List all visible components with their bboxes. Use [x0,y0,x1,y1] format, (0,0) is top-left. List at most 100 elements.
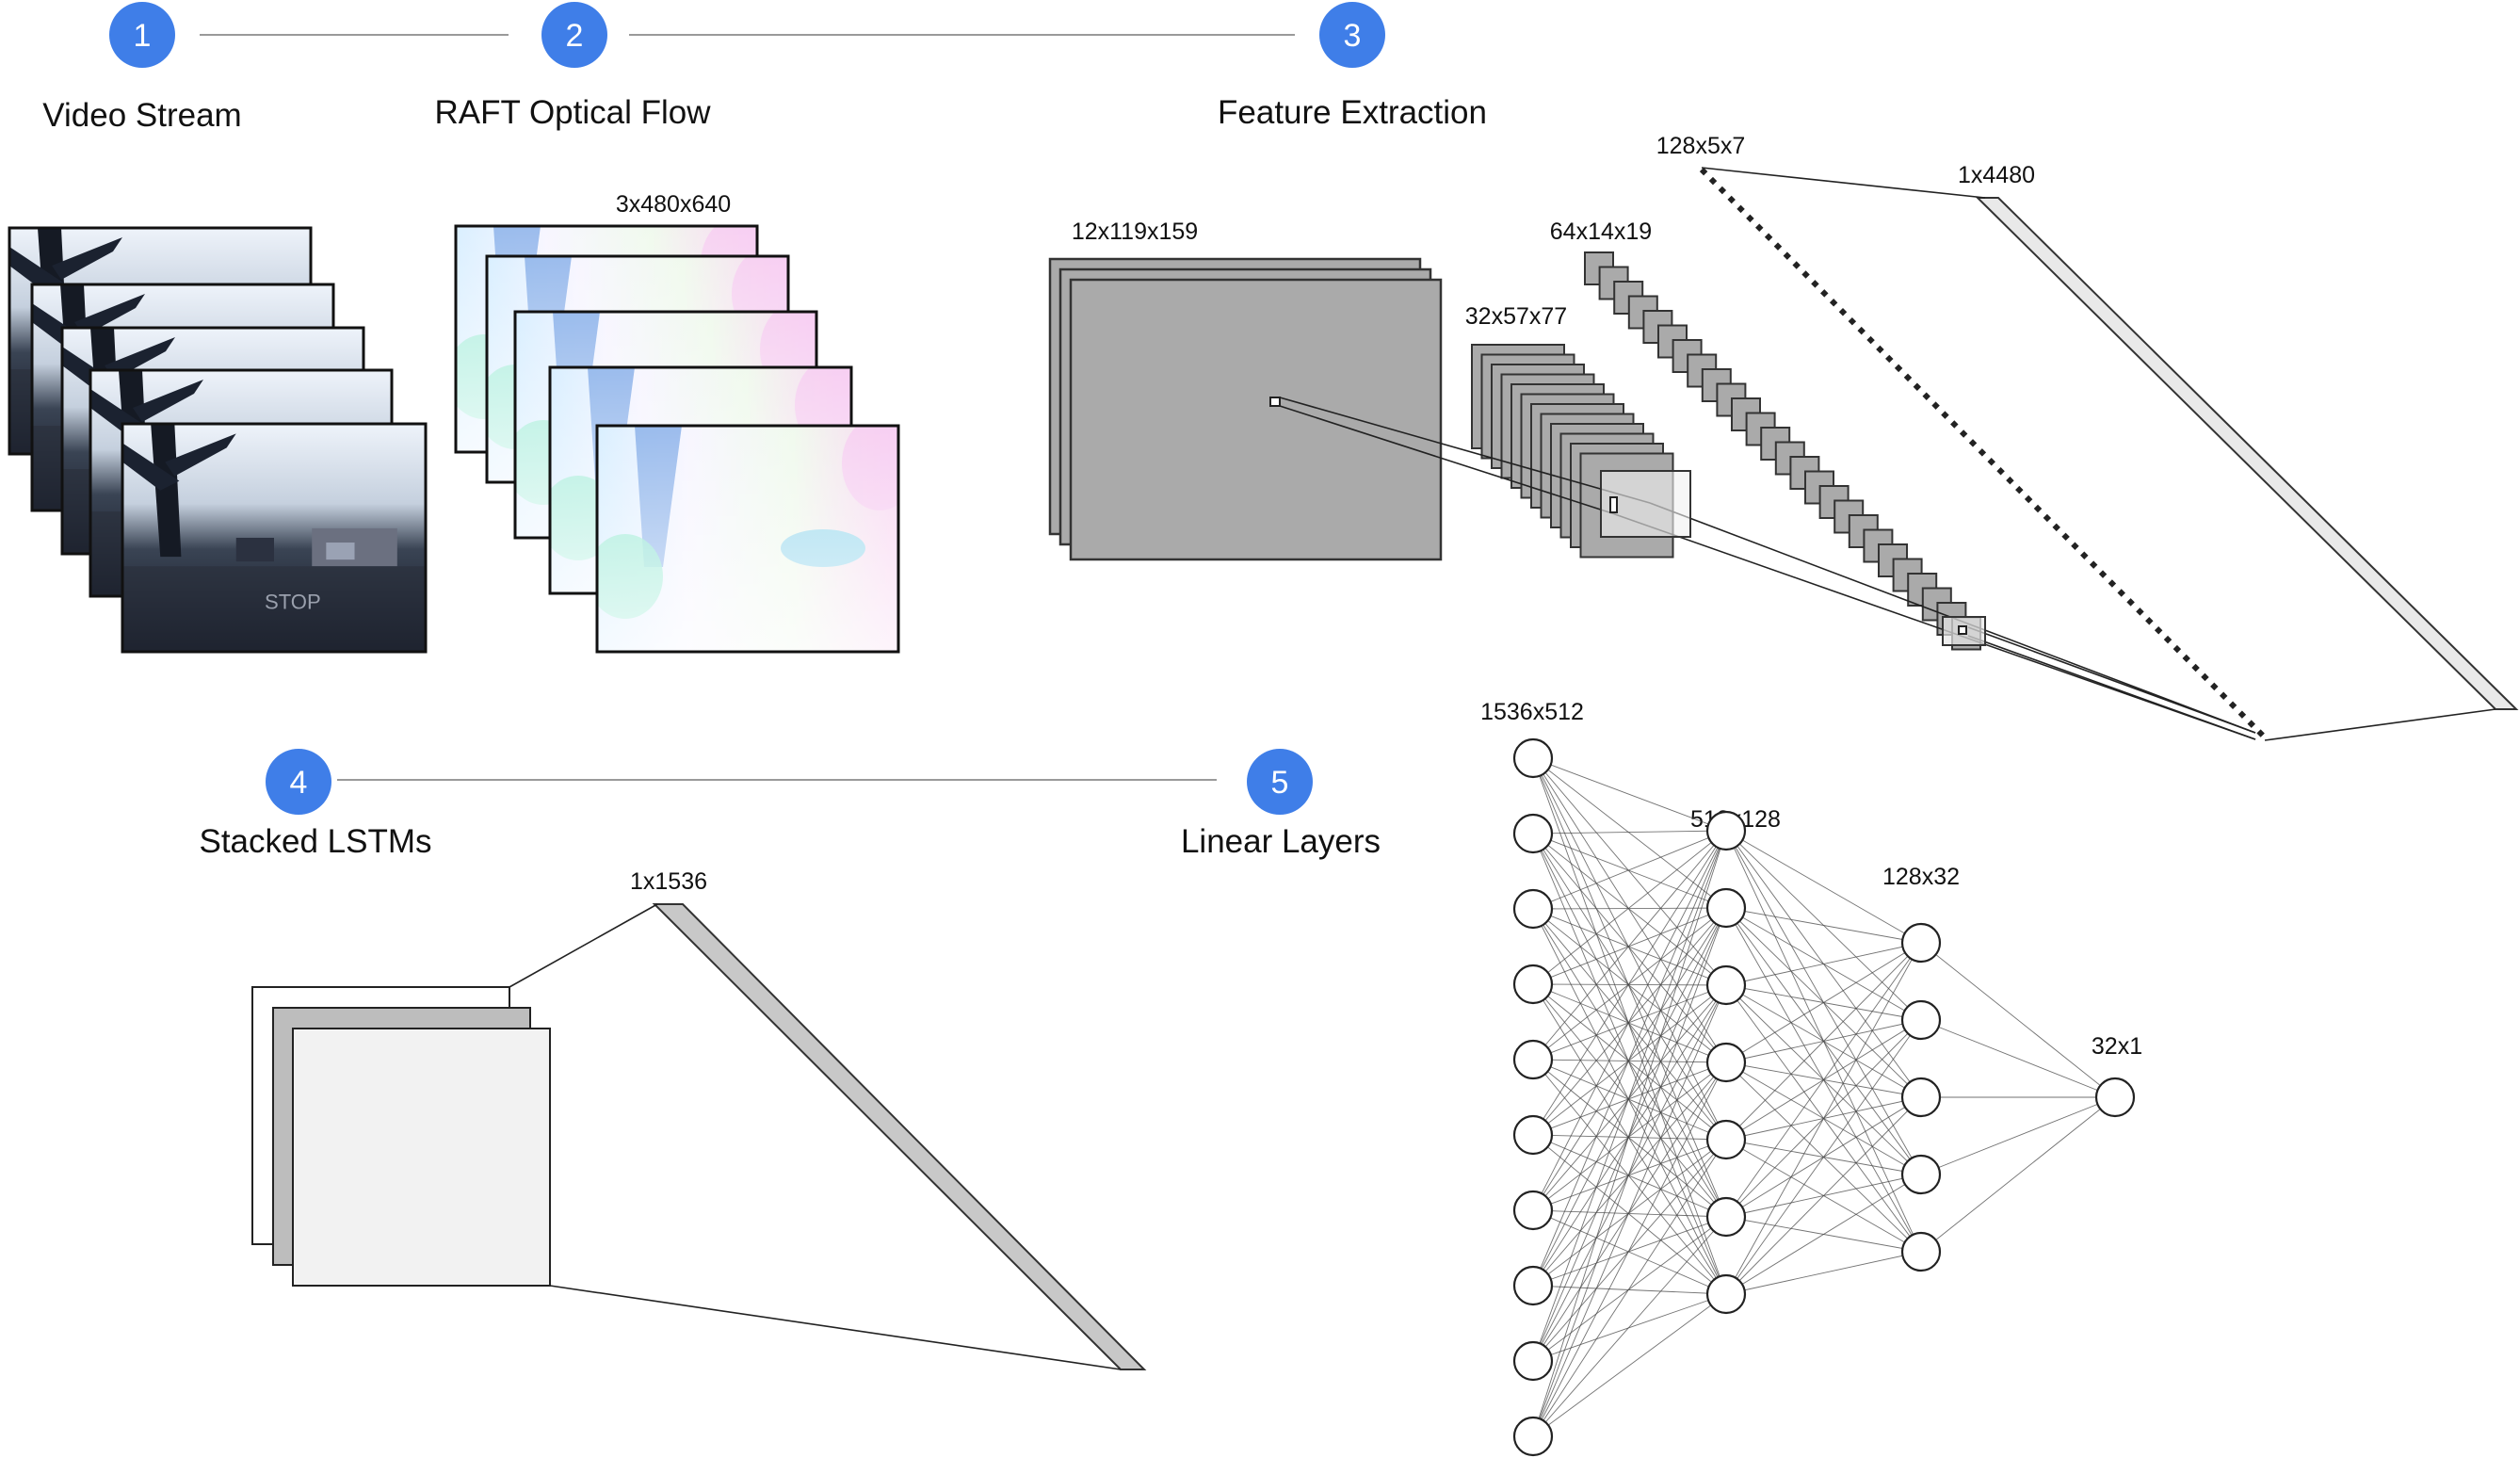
conv1-dim-label: 12x119x159 [1072,219,1198,245]
flatten-connector [1701,167,1986,199]
network-edge [1725,907,1922,944]
network-edge [1532,1134,1727,1218]
network-edge [1920,1096,2116,1253]
network-edge [1532,830,1727,910]
neuron-layer-3 [1900,1154,1942,1195]
lstm-connector [509,903,658,988]
step-3-circle [1319,2,1385,68]
network-edge [1532,984,1727,1061]
conv4-dim-label: 128x5x7 [1656,133,1746,159]
neuron-layer-2 [1705,887,1747,929]
network-edges [1532,757,2116,1437]
network-edge [1920,1096,2116,1175]
neuron-layer-3 [1900,999,1942,1041]
neuron-layer-4 [2094,1077,2136,1118]
network-edge [1532,1139,1727,1437]
flow-frame-stack [454,224,900,654]
step-2: 2 RAFT Optical Flow [434,2,711,131]
step-2-number: 2 [566,18,584,54]
network-edge [1532,983,1727,1141]
fc1-dim-label: 1536x512 [1480,699,1584,725]
network-edge [1532,830,1727,1437]
network-edge [1532,907,1727,910]
network-edge [1725,1096,1922,1295]
neuron-layer-3 [1900,1077,1942,1118]
network-edge [1532,1061,1727,1136]
network-edge [1532,1216,1727,1437]
network-edge [1532,1061,1727,1437]
network-edge [1532,833,1727,1063]
network-edge [1532,833,1727,1141]
network-edge [1532,757,1727,909]
video-frame [121,422,428,654]
network-edge [1532,908,1727,1295]
network-edge [1532,757,1727,1141]
neuron-layer-1 [1512,964,1554,1005]
step-3: 3 Feature Extraction [1218,2,1487,131]
network-edge [1532,983,1727,1295]
step-3-number: 3 [1344,18,1362,54]
neuron-layer-3 [1900,1231,1942,1272]
conv2-kernel [1609,496,1618,513]
network-edge [1532,833,1727,1295]
step-5-number: 5 [1271,765,1289,801]
lstm-dim-label: 1x1536 [630,868,707,895]
network-edge [1532,908,1727,986]
neuron-layer-2 [1705,1273,1747,1315]
network-edge [1920,1019,2116,1098]
conv4-column [1699,167,2268,740]
flow-dim-label: 3x480x640 [616,191,731,218]
network-edge [1532,833,1727,909]
network-edge [1532,908,1727,1063]
network-edge [1532,1293,1727,1362]
network-edge [1532,1061,1727,1287]
conv2-dim-label: 32x57x77 [1465,303,1567,330]
step-1: 1 Video Stream [42,2,242,134]
network-edge [1532,757,1727,832]
network-edge [1725,1251,1922,1295]
neuron-layer-2 [1705,1196,1747,1238]
network-edge [1532,983,1727,1063]
network-edge [1532,757,1727,986]
neuron-layer-2 [1705,964,1747,1006]
network-edge [1725,942,1922,1295]
step-5: 5 Linear Layers [1181,749,1381,860]
step-1-title: Video Stream [42,97,241,134]
neuron-layer-1 [1512,1190,1554,1231]
network-edge [1532,907,1727,1061]
flow-frame [595,424,900,654]
network-edge [1532,983,1727,986]
network-nodes [1512,737,2136,1457]
network-edge [1532,1139,1727,1287]
network-edge [1532,757,1727,1218]
network-edge [1532,1139,1727,1362]
network-edge [1532,983,1727,1218]
conv3-block [1584,251,1981,651]
network-edge [1532,907,1727,985]
neuron-layer-1 [1512,1114,1554,1156]
network-edge [1532,1293,1727,1437]
network-edge [1532,1061,1727,1211]
network-edge [1532,1209,1727,1218]
neuron-layer-1 [1512,813,1554,854]
step-5-circle [1247,749,1313,815]
fc3-dim-label: 128x32 [1882,864,1960,890]
network-edge [1532,1059,1727,1063]
step-3-title: Feature Extraction [1218,94,1487,131]
network-edge [1532,908,1727,1218]
network-edge [1532,907,1727,1437]
network-edge [1532,1059,1727,1218]
step-1-number: 1 [134,18,152,54]
network-edge [1725,1019,1922,1295]
network-edge [1532,1209,1727,1295]
fc4-dim-label: 32x1 [2092,1033,2142,1060]
neuron-layer-2 [1705,1042,1747,1083]
network-edge [1532,908,1727,1141]
flatten-connector [2264,708,2496,741]
neuron-layer-2 [1705,1119,1747,1160]
step-5-title: Linear Layers [1181,823,1381,860]
neuron-layer-1 [1512,1039,1554,1080]
network-edge [1725,1174,1922,1295]
network-edge [1532,1285,1727,1295]
neuron-layer-1 [1512,737,1554,779]
